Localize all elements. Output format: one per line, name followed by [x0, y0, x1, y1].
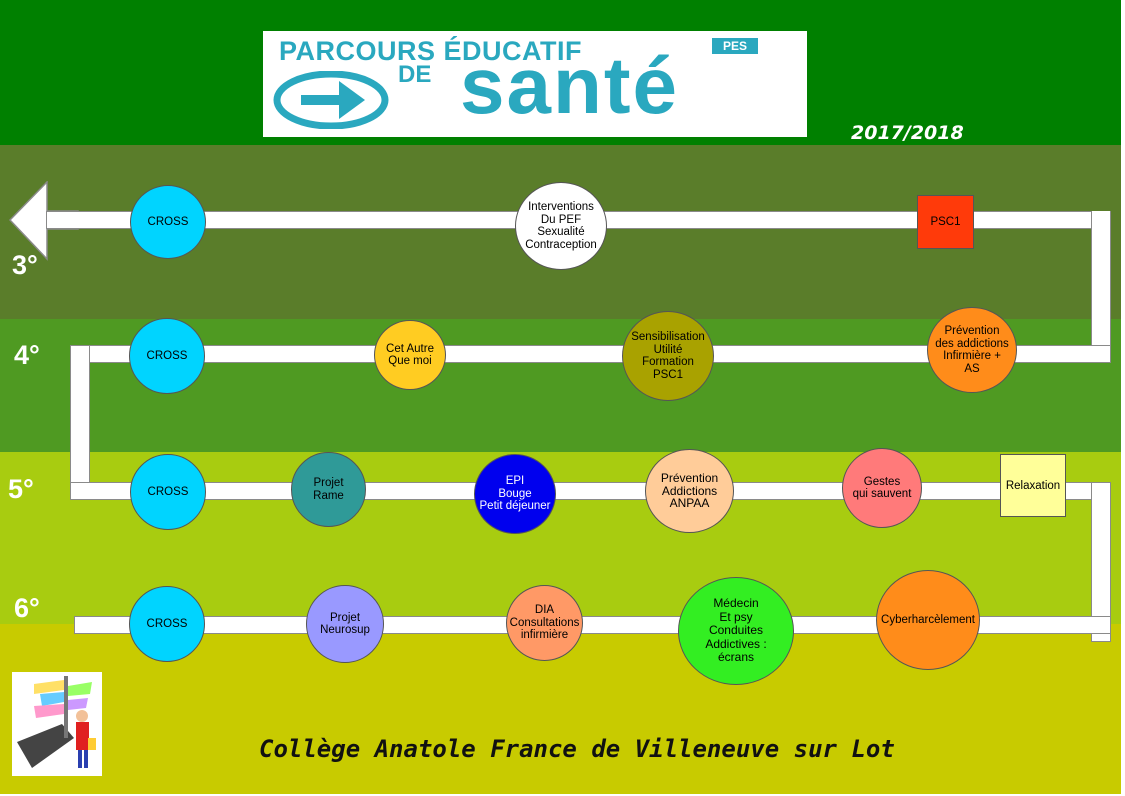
path-joint: [1092, 483, 1110, 499]
node-epi-bouge: EPI Bouge Petit déjeuner: [474, 454, 556, 534]
path-joint: [1092, 346, 1110, 362]
level-label-3: 3°: [12, 250, 38, 280]
node-prevention-addictions-4: Prévention des addictions Infirmière + A…: [927, 307, 1017, 393]
arrow-circle-icon: [273, 71, 389, 129]
path-row-5: [70, 482, 1111, 500]
node-prevention-anpaa: Prévention Addictions ANPAA: [645, 449, 734, 533]
node-interventions-pef: Interventions Du PEF Sexualité Contracep…: [515, 182, 607, 270]
school-year: 2017/2018: [851, 122, 964, 144]
node-projet-neurosup: Projet Neurosup: [306, 585, 384, 663]
node-dia-consultations: DIA Consultations infirmière: [506, 585, 583, 661]
node-medecin-psy: Médecin Et psy Conduites Addictives : éc…: [678, 577, 794, 685]
node-relaxation: Relaxation: [1000, 454, 1066, 517]
logo-title-line1: PARCOURS ÉDUCATIF: [279, 36, 582, 66]
node-sensibilisation: Sensibilisation Utilité Formation PSC1: [622, 311, 714, 401]
path-connector-4-5: [70, 345, 90, 500]
path-joint: [1092, 212, 1110, 228]
node-projet-rame: Projet Rame: [291, 452, 366, 527]
node-cross-4: CROSS: [129, 318, 205, 394]
signpost-clipart: [12, 672, 102, 776]
level-label-6: 6°: [14, 593, 40, 623]
node-cyberharcelement: Cyberharcèlement: [876, 570, 980, 670]
signpost-person-icon: [17, 676, 96, 768]
node-gestes-qui-sauvent: Gestes qui sauvent: [842, 448, 922, 528]
logo-tag: PES: [712, 38, 758, 54]
path-connector-5-6: [1091, 482, 1111, 642]
logo-title-line3: santé: [460, 41, 679, 130]
pes-logo: PARCOURS ÉDUCATIF PES DE santé: [263, 31, 807, 137]
node-cross-3: CROSS: [130, 185, 206, 259]
node-cross-6: CROSS: [129, 586, 205, 662]
path-connector-3-4: [1091, 211, 1111, 363]
node-cet-autre: Cet Autre Que moi: [374, 320, 446, 390]
logo-title-line2: DE: [398, 61, 432, 88]
path-joint: [71, 483, 89, 499]
level-label-4: 4°: [14, 340, 40, 370]
school-name: Collège Anatole France de Villeneuve sur…: [259, 735, 895, 763]
path-joint: [1092, 617, 1110, 633]
node-psc1: PSC1: [917, 195, 974, 249]
path-joint: [71, 346, 89, 362]
level-label-5: 5°: [8, 474, 34, 504]
node-cross-5: CROSS: [130, 454, 206, 530]
